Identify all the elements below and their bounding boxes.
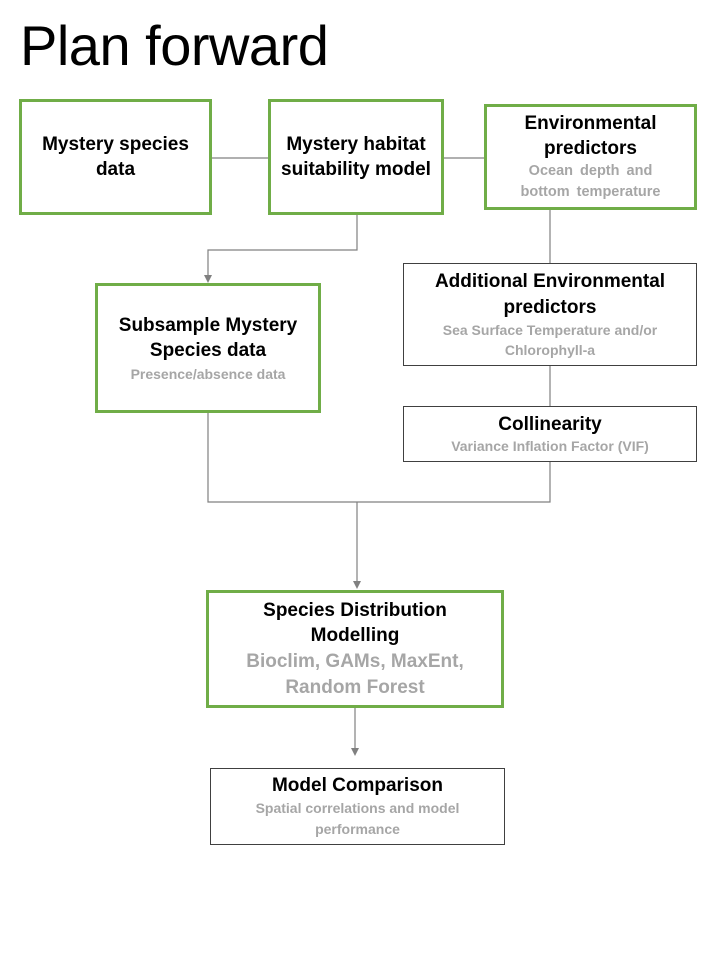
environmental-predictors-heading: Environmental predictors xyxy=(524,113,657,159)
collinearity-heading: Collinearity xyxy=(498,413,602,435)
additional-env-predictors-heading: Additional Environmental predictors xyxy=(434,271,666,318)
environmental-predictors-sub: Ocean depth and bottom temperature xyxy=(520,163,661,200)
environmental-predictors-box: Environmental predictors Ocean depth and… xyxy=(484,104,697,210)
species-distribution-modelling-sub: Bioclim, GAMs, MaxEnt, Random Forest xyxy=(246,650,464,698)
habitat-model-heading: Mystery habitat suitability model xyxy=(281,133,431,181)
additional-env-predictors-box: Additional Environmental predictors Sea … xyxy=(403,263,697,366)
collinearity-box: Collinearity Variance Inflation Factor (… xyxy=(403,406,697,462)
model-comparison-sub: Spatial correlations and model performan… xyxy=(255,800,460,837)
habitat-model-box: Mystery habitat suitability model xyxy=(268,99,444,215)
additional-env-predictors-sub: Sea Surface Temperature and/or Chlorophy… xyxy=(442,322,658,358)
model-comparison-heading: Model Comparison xyxy=(271,775,443,796)
collinearity-sub: Variance Inflation Factor (VIF) xyxy=(451,437,649,454)
page-title: Plan forward xyxy=(20,14,329,77)
subsample-box: Subsample Mystery Species data Presence/… xyxy=(95,283,321,413)
species-distribution-modelling-heading: Species Distribution Modelling xyxy=(263,599,447,647)
mystery-species-data-box: Mystery species data xyxy=(19,99,212,215)
subsample-sub: Presence/absence data xyxy=(130,365,286,382)
connector-collinearity-merge xyxy=(357,461,551,503)
subsample-heading: Subsample Mystery Species data xyxy=(118,314,298,362)
connector-subsample-merge xyxy=(207,412,357,503)
species-distribution-modelling-box: Species Distribution Modelling Bioclim, … xyxy=(206,590,504,708)
mystery-species-data-heading: Mystery species data xyxy=(42,134,189,180)
model-comparison-box: Model Comparison Spatial correlations an… xyxy=(210,768,505,845)
connector-model-subsample xyxy=(204,214,358,283)
